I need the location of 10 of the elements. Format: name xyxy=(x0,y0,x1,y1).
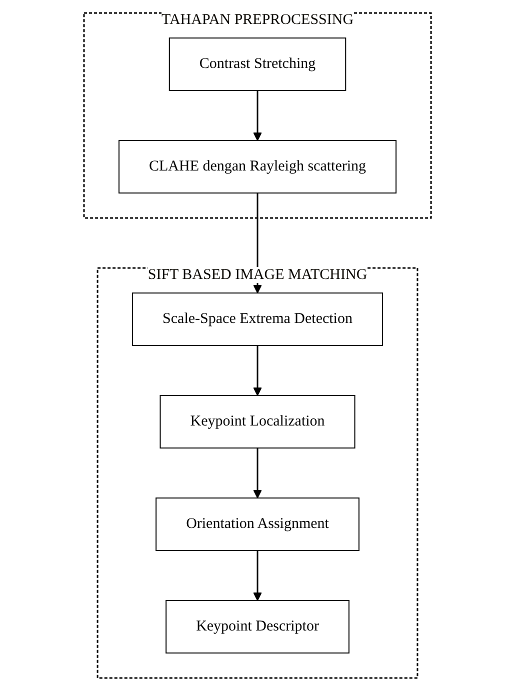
node-box: Scale-Space Extrema Detection xyxy=(132,292,384,346)
node-box: Contrast Stretching xyxy=(169,38,347,91)
node-box: Keypoint Localization xyxy=(160,395,356,448)
arrow xyxy=(254,90,262,141)
node-box: Keypoint Descriptor xyxy=(166,600,350,654)
arrow xyxy=(254,346,262,396)
arrow xyxy=(254,550,262,601)
node-box: Orientation Assignment xyxy=(156,498,360,551)
arrow xyxy=(254,448,262,498)
node-box: CLAHE dengan Rayleigh scattering xyxy=(118,140,398,194)
